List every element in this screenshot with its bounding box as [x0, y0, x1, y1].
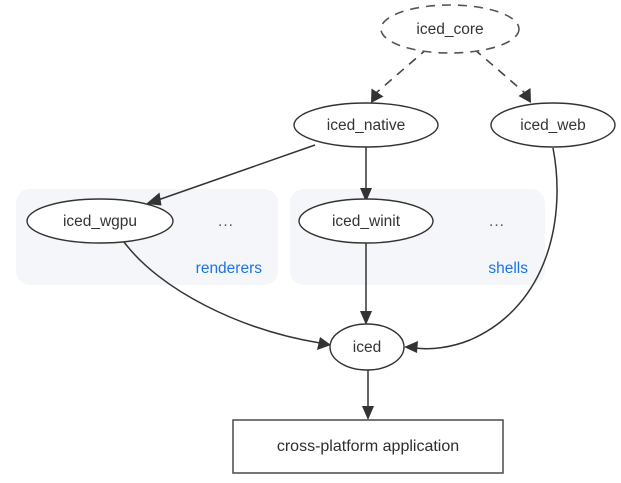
edge-iced-to-application: [362, 370, 374, 420]
node-iced-web[interactable]: iced_web: [490, 102, 616, 148]
cluster-renderers-label: renderers: [196, 260, 263, 277]
arrowhead-iced-native-to-iced-winit: [360, 188, 372, 202]
node-iced-wgpu[interactable]: iced_wgpu: [26, 198, 174, 244]
cluster-shells-label: shells: [488, 260, 528, 277]
node-iced-winit-shape[interactable]: [298, 198, 434, 244]
node-iced[interactable]: iced: [329, 323, 405, 371]
arrowhead-iced-wgpu-to-iced: [317, 337, 331, 350]
node-iced-winit[interactable]: iced_winit: [298, 198, 434, 244]
arrowhead-iced-web-to-iced: [404, 341, 418, 353]
node-application-label: cross-platform application: [277, 438, 459, 455]
ellipsis-shells: ...: [489, 213, 505, 230]
edge-iced-core-to-iced-native: [371, 47, 429, 103]
node-application-shape[interactable]: [232, 419, 504, 474]
node-iced-native-shape[interactable]: [293, 102, 439, 148]
arrowhead-iced-winit-to-iced: [360, 311, 372, 325]
edge-iced-native-to-iced-wgpu: [146, 144, 316, 206]
arrowhead-iced-core-to-iced-web: [518, 88, 531, 103]
node-iced-shape[interactable]: [329, 323, 405, 371]
node-iced-wgpu-shape[interactable]: [26, 198, 174, 244]
arrowhead-iced-to-application: [362, 406, 374, 420]
node-iced-web-shape[interactable]: [490, 102, 616, 148]
edge-iced-core-to-iced-web: [473, 48, 531, 103]
edge-iced-wgpu-to-iced: [123, 241, 331, 350]
ellipsis-renderers: ...: [218, 213, 234, 230]
node-application[interactable]: cross-platform application: [232, 419, 504, 474]
arrowhead-iced-core-to-iced-native: [371, 88, 384, 103]
arrowhead-iced-native-to-iced-wgpu: [146, 192, 162, 206]
node-iced-core[interactable]: iced_core: [380, 4, 520, 54]
node-iced-core-shape[interactable]: [380, 4, 520, 54]
edge-iced-winit-to-iced: [360, 243, 372, 325]
edge-iced-native-to-iced-winit: [360, 147, 372, 202]
edge-iced-web-to-iced: [404, 147, 558, 353]
node-iced-native[interactable]: iced_native: [293, 102, 439, 148]
